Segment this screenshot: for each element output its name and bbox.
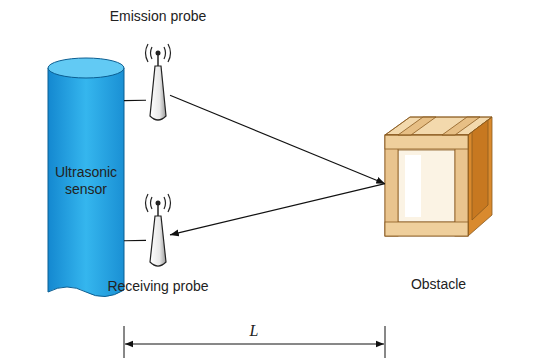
obstacle: Obstacle (385, 117, 492, 236)
sensor-body: Ultrasonic sensor (48, 78, 124, 284)
receiving-probe: Receiving probe (146, 192, 170, 270)
sensor-cylinder (48, 58, 124, 297)
probe-label: Obstacle (411, 276, 466, 293)
signal-arrow (170, 95, 385, 183)
probe-label: Receiving probe (107, 278, 208, 295)
emission-probe-icon (146, 44, 171, 120)
wire (124, 100, 146, 102)
probe-label: Emission probe (110, 8, 207, 25)
sensor-label: Ultrasonic sensor (48, 164, 124, 199)
signal-arrow (170, 184, 385, 235)
dimension-label: L (248, 322, 261, 340)
emission-probe: Emission probe (146, 42, 170, 124)
wire (124, 240, 146, 241)
crate-illustration (385, 117, 492, 236)
receiving-probe-icon (146, 194, 171, 266)
